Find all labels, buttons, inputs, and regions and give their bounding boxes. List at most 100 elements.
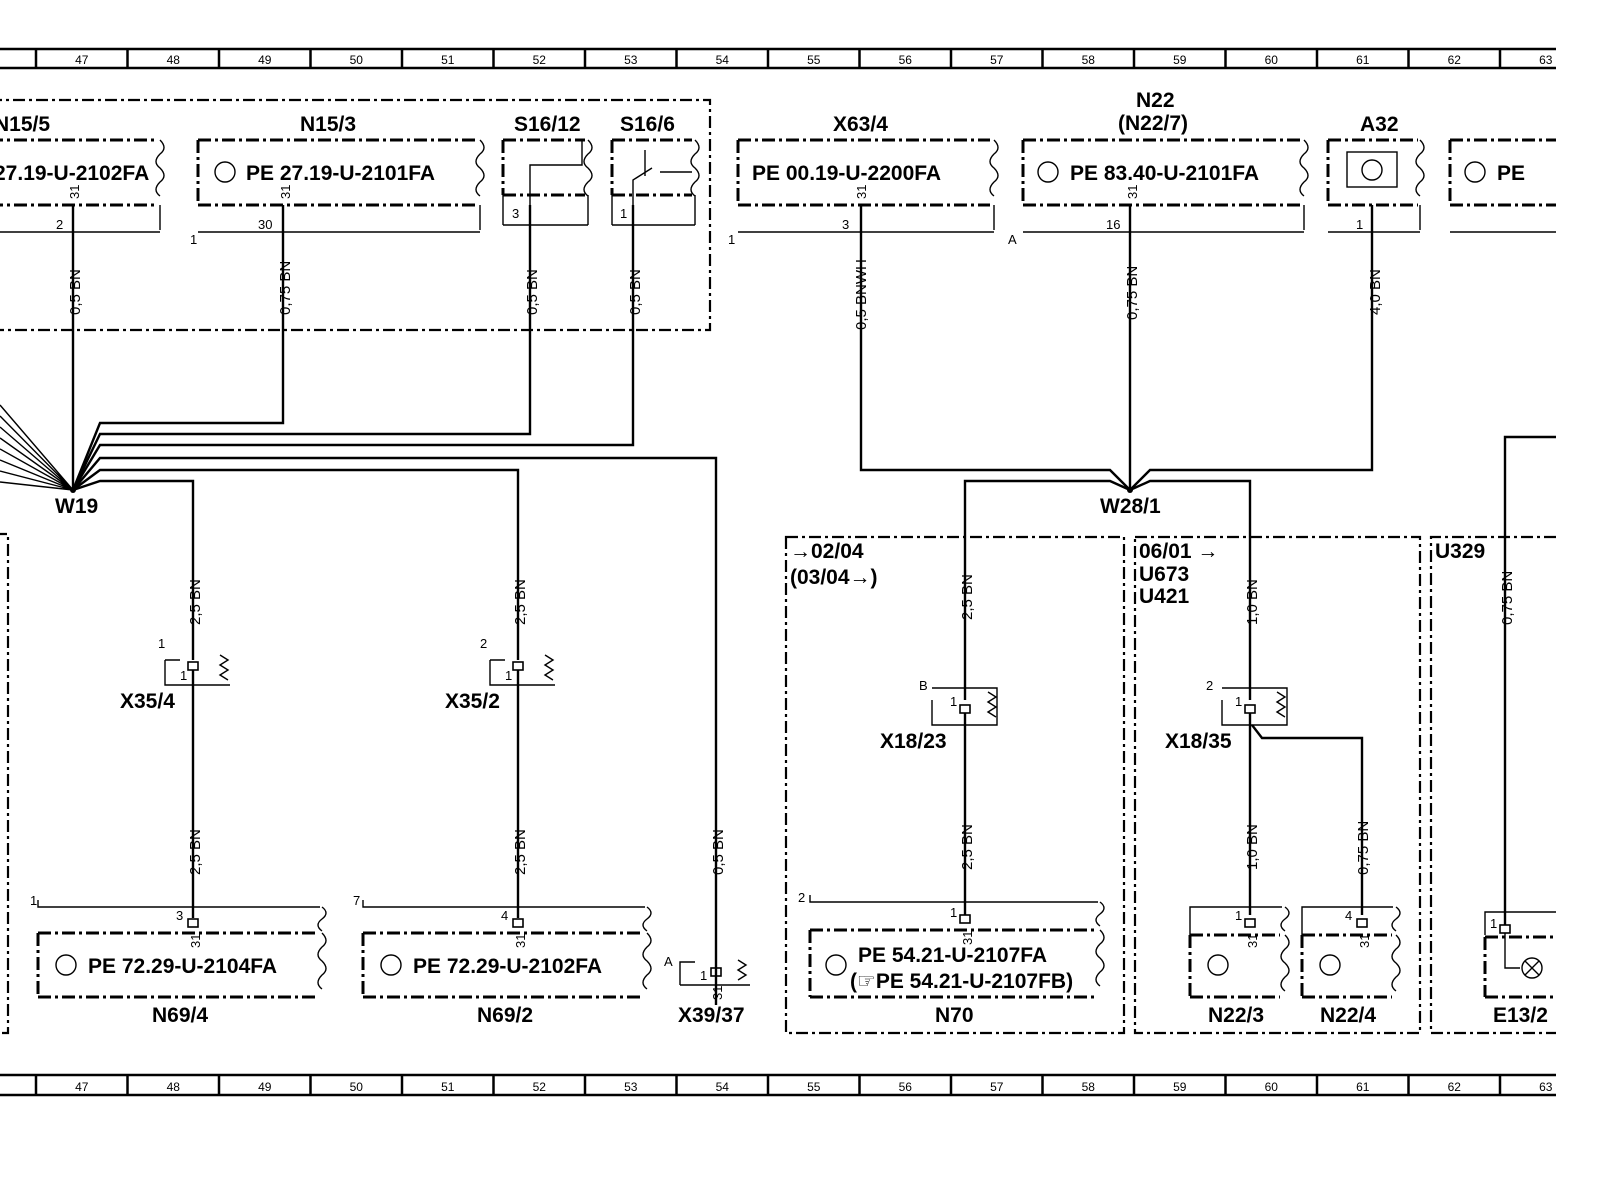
component-label: N70	[935, 1004, 974, 1027]
component-label: E13/2	[1493, 1004, 1548, 1027]
grid-column-label: 60	[1265, 53, 1279, 67]
corner-number: 2	[480, 636, 487, 651]
grid-column-label: 52	[533, 53, 547, 67]
variant-note: (03/04→)	[790, 566, 878, 589]
transistor-icon	[1464, 161, 1486, 183]
component-ref: PE 27.19-U-2101FA	[246, 162, 435, 185]
pin-number: 1	[180, 668, 187, 683]
grid-column-label: 63	[1539, 1080, 1553, 1094]
grid-column-label: 60	[1265, 1080, 1279, 1094]
connector-x35-2: 2 1 X35/2	[445, 636, 555, 918]
grid-column-label: 49	[258, 1080, 272, 1094]
left-partial-frame	[0, 532, 10, 1035]
pin-number: 3	[842, 217, 849, 232]
pin-number: 1	[1356, 217, 1363, 232]
corner-number: 1	[190, 232, 197, 247]
grid-column-label: 62	[1448, 53, 1462, 67]
corner-number: A	[664, 954, 673, 969]
wire-label: 0,75 BN	[1124, 266, 1141, 320]
component-ref: PE	[1497, 162, 1525, 185]
w19-wiring: W19	[0, 205, 718, 1005]
grid-column-label: 47	[75, 53, 89, 67]
wire-label: 1,0 BN	[1244, 579, 1261, 625]
grid-column-label: 55	[807, 53, 821, 67]
component-ref: PE 83.40-U-2101FA	[1070, 162, 1259, 185]
pin-31: 31	[278, 185, 293, 199]
component-label: N15/3	[300, 113, 356, 136]
component-label: N22/4	[1320, 1004, 1376, 1027]
corner-number: A	[1008, 232, 1017, 247]
connector-x18-23: B 1 X18/23	[880, 678, 998, 915]
pin-number: 1	[1235, 694, 1242, 709]
pin-number: 1	[620, 206, 627, 221]
component-label: S16/12	[514, 113, 581, 136]
grid-column-label: 55	[807, 1080, 821, 1094]
wire-label: 0,5 BN	[710, 829, 727, 875]
component-s16-6: S16/6 1	[610, 113, 700, 226]
pin-number: 1	[505, 668, 512, 683]
pin-number: 1	[1490, 916, 1497, 931]
grid-column-label: 59	[1173, 53, 1187, 67]
transistor-icon	[1037, 161, 1059, 183]
pin-31: 31	[710, 986, 725, 1000]
transistor-icon	[1319, 954, 1341, 976]
corner-number: 1	[728, 232, 735, 247]
transistor-icon	[1361, 159, 1383, 181]
grid-column-label: 47	[75, 1080, 89, 1094]
variant-frame-u329	[1429, 535, 1556, 1035]
pin-31: 31	[188, 934, 203, 948]
pin-number: 16	[1106, 217, 1120, 232]
component-label: N22	[1136, 89, 1175, 112]
corner-number: 1	[158, 636, 165, 651]
grid-column-label: 51	[441, 53, 455, 67]
corner-number: 7	[353, 893, 360, 908]
grid-column-label: 52	[533, 1080, 547, 1094]
transistor-icon	[380, 954, 402, 976]
corner-number: 1	[30, 893, 37, 908]
component-ref-alt: (☞PE 54.21-U-2107FB)	[850, 970, 1073, 993]
variant-note: U673	[1139, 563, 1189, 586]
component-ref: PE 00.19-U-2200FA	[752, 162, 941, 185]
pin-number: 3	[176, 908, 183, 923]
transistor-icon	[55, 954, 77, 976]
grid-column-label: 51	[441, 1080, 455, 1094]
connector-x18-35: 2 1 X18/35	[1165, 678, 1364, 915]
wire-label: 0,75 BN	[1499, 571, 1516, 625]
component-ref: PE 72.29-U-2104FA	[88, 955, 277, 978]
component-n15-3: N15/3 PE 27.19-U-2101FA 1 30 31	[190, 113, 485, 247]
component-ref: PE 54.21-U-2107FA	[858, 944, 1047, 967]
pin-number: 4	[1345, 908, 1352, 923]
grid-column-label: 48	[167, 1080, 181, 1094]
wire-label: 0,75 BN	[277, 261, 294, 315]
wire-label: 2,5 BN	[959, 824, 976, 870]
component-alt-label: (N22/7)	[1118, 112, 1188, 135]
grid-column-label: 54	[716, 1080, 730, 1094]
pin-number: 4	[501, 908, 508, 923]
component-label: N69/4	[152, 1004, 208, 1027]
transistor-icon	[1207, 954, 1229, 976]
component-ref: PE 72.29-U-2102FA	[413, 955, 602, 978]
component-label: X63/4	[833, 113, 888, 136]
corner-number: B	[919, 678, 928, 693]
component-n69-4: 1 3 31 PE 72.29-U-2104FA N69/4	[30, 893, 327, 1027]
pin-31: 31	[854, 185, 869, 199]
splice-label: W28/1	[1100, 495, 1161, 518]
wire-label: 0,5 BN	[627, 269, 644, 315]
switch-icon	[632, 150, 692, 205]
pin-number: 2	[56, 217, 63, 232]
connector-label: X35/4	[120, 690, 175, 713]
grid-column-label: 57	[990, 1080, 1004, 1094]
pin-number: 1	[1235, 908, 1242, 923]
connector-label: X18/35	[1165, 730, 1232, 753]
w28-1-wiring: W28/1	[859, 205, 1374, 700]
component-n15-5: N15/5 27.19-U-2102FA 2 31	[0, 113, 165, 233]
pin-31: 31	[1125, 185, 1140, 199]
grid-column-label: 49	[258, 53, 272, 67]
component-e13-2: 1 E13/2	[1483, 435, 1556, 1027]
component-label: A32	[1360, 113, 1399, 136]
transistor-icon	[825, 954, 847, 976]
grid-column-label: 56	[899, 53, 913, 67]
pin-number: 3	[512, 206, 519, 221]
